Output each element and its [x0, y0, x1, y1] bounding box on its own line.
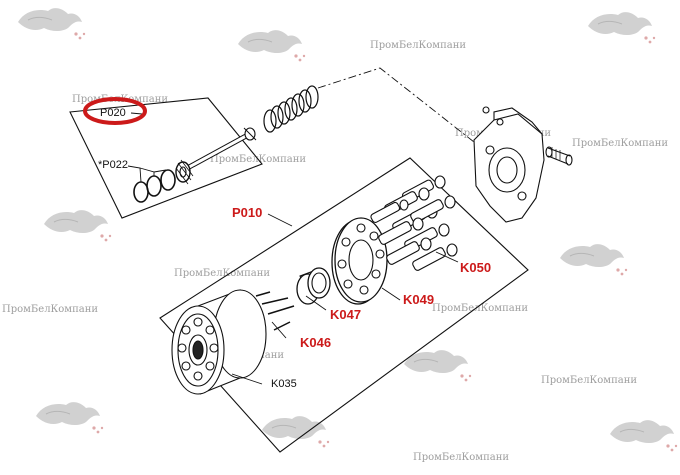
watermark-logo: [43, 209, 112, 242]
retainer-plate: [331, 217, 401, 305]
valve-plate-assembly: [473, 106, 573, 223]
cylinder-barrel: [171, 289, 267, 395]
label-p022: *P022: [98, 159, 128, 171]
watermark-text: ПромБелКомпани: [413, 452, 509, 463]
label-k049: K049: [403, 292, 434, 307]
label-p010: P010: [232, 205, 262, 220]
watermark-logo: [237, 29, 306, 62]
watermark-text: ПромБелКомпани: [2, 304, 98, 315]
watermark-logo: [17, 7, 86, 40]
o-ring: [160, 169, 176, 191]
label-k035: K035: [271, 378, 297, 390]
watermark-text: ПромБелКомпани: [541, 375, 637, 386]
watermark-logo: [403, 349, 472, 382]
watermark-text: ПромБелКомпани: [174, 268, 270, 279]
p020-outline: [69, 97, 263, 219]
highlight-circle: [83, 97, 147, 125]
pistons: [370, 175, 459, 271]
label-k046: K046: [300, 335, 331, 350]
p020-group: [69, 97, 263, 219]
watermark-logo: [587, 11, 656, 44]
p010-outline: [159, 157, 529, 453]
label-k050: K050: [460, 260, 491, 275]
spherical-bushing: [296, 267, 331, 311]
watermark-logo: [559, 243, 628, 276]
center-line: [317, 67, 475, 143]
p010-group: [159, 157, 529, 453]
pins: [255, 291, 295, 339]
watermark-logo: [35, 401, 104, 434]
watermark-text: ПромБелКомпани: [432, 303, 528, 314]
o-ring: [146, 175, 162, 197]
spring: [263, 85, 319, 133]
shaft: [175, 127, 257, 185]
o-ring: [133, 181, 149, 203]
label-k047: K047: [330, 307, 361, 322]
label-p020: P020: [100, 107, 126, 119]
watermark-text: ПромБелКомпани: [370, 40, 466, 51]
watermark-logo: [609, 419, 678, 452]
watermark-text: ПромБелКомпани: [572, 138, 668, 149]
